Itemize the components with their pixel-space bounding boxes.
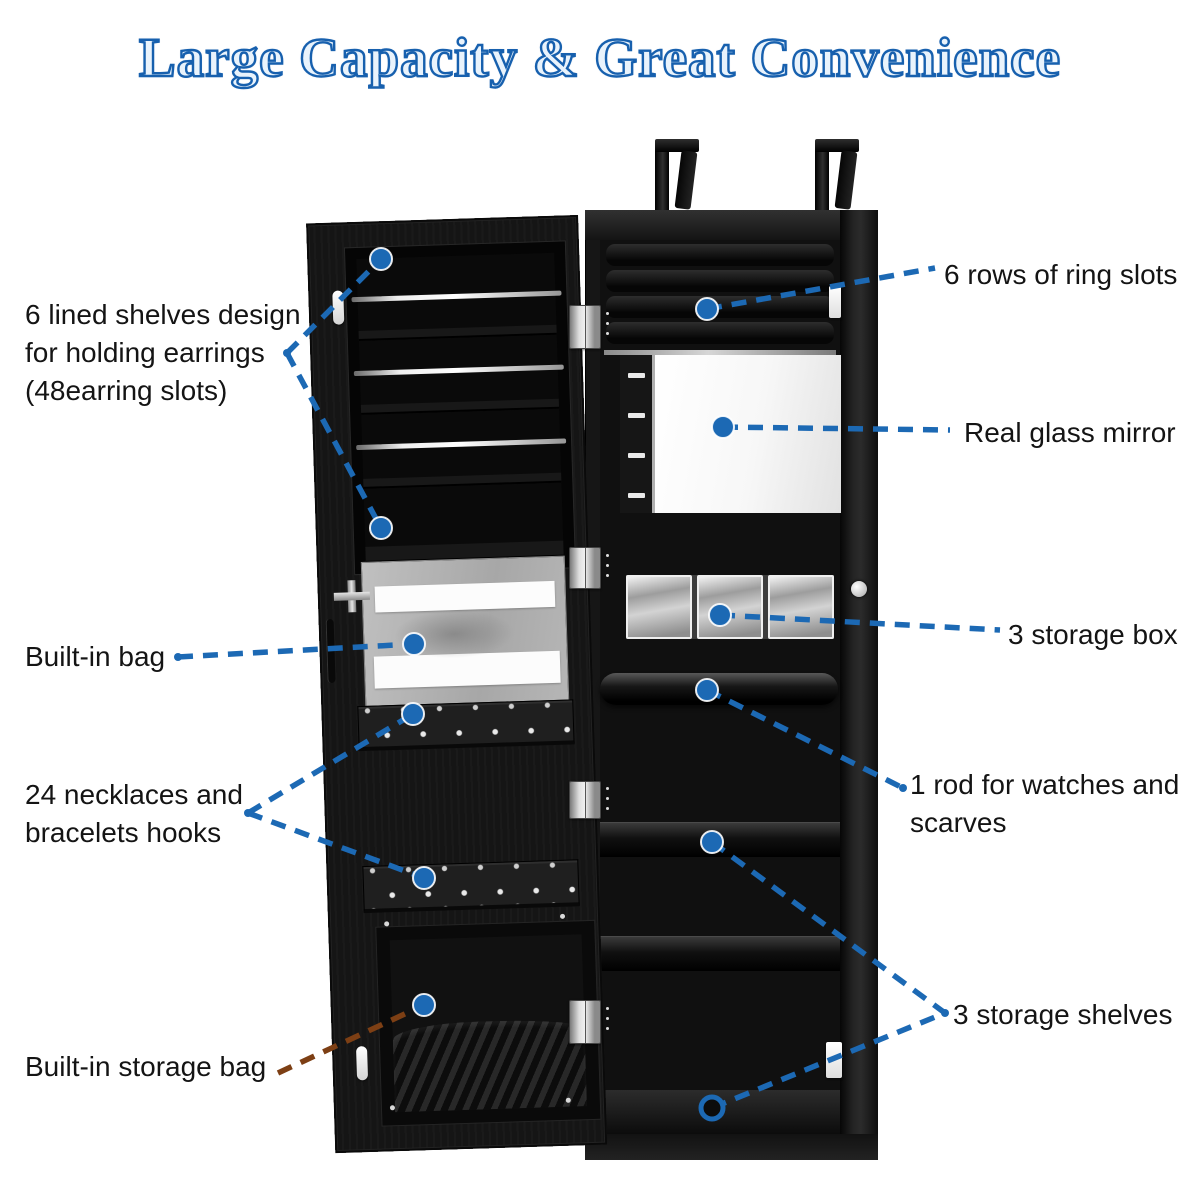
mirror-side-slots (620, 355, 652, 513)
hook-top (655, 139, 699, 152)
callout-label-necklace-hooks: 24 necklaces and bracelets hooks (25, 776, 243, 852)
callout-label-watch-rod: 1 rod for watches and scarves (910, 766, 1179, 842)
callout-label-storage-box: 3 storage box (1008, 616, 1178, 654)
lock-keyhole (851, 581, 867, 597)
mirror-top-trim (604, 350, 836, 355)
ring-slot-row (606, 270, 834, 292)
callout-label-glass-mirror: Real glass mirror (964, 414, 1176, 452)
callout-text: 1 rod for watches and (910, 769, 1180, 800)
slot-tab (628, 413, 645, 418)
callout-text: Built-in bag (25, 641, 166, 672)
callout-label-ring-slots: 6 rows of ring slots (944, 256, 1177, 294)
page-title: Large Capacity & Great Convenience (138, 26, 1061, 89)
glass-mirror (652, 355, 841, 513)
storage-box (768, 575, 834, 639)
hinge (569, 547, 609, 589)
ring-slot-rows (606, 244, 834, 344)
callout-label-built-in-bag: Built-in bag (25, 638, 165, 676)
cabinet-right-frame (840, 210, 878, 1160)
callout-text: 6 lined shelves design (25, 299, 301, 330)
storage-box (626, 575, 692, 639)
cabinet-bottom-frame (585, 1134, 878, 1160)
slot-tab (628, 493, 645, 498)
callout-text: Real glass mirror (964, 417, 1176, 448)
storage-shelf (600, 936, 840, 971)
callout-text: for holding earrings (25, 337, 265, 368)
callout-marker-dots (174, 247, 949, 1122)
callout-text: 24 necklaces and (25, 779, 243, 810)
ring-slot-row (606, 244, 834, 266)
callout-text: 3 storage box (1008, 619, 1178, 650)
watch-scarf-rod (600, 673, 838, 705)
callout-text: Built-in storage bag (25, 1051, 267, 1082)
callout-text: bracelets hooks (25, 817, 222, 848)
callout-label-storage-shelves: 3 storage shelves (953, 996, 1172, 1034)
ring-slot-row (606, 322, 834, 344)
slot-tab (628, 453, 645, 458)
hinge (569, 781, 609, 819)
storage-boxes (626, 575, 834, 639)
callout-dashed-lines (177, 257, 1001, 1111)
callout-label-lined-shelves: 6 lined shelves design for holding earri… (25, 296, 301, 410)
cabinet-top-frame (585, 210, 878, 240)
cabinet-body (585, 210, 878, 1160)
hook-top (815, 139, 859, 152)
hinge (569, 305, 609, 349)
callout-text: 6 rows of ring slots (944, 259, 1178, 290)
storage-box (697, 575, 763, 639)
callout-text: (48earring slots) (25, 375, 228, 406)
callout-label-storage-bag: Built-in storage bag (25, 1048, 266, 1086)
magnet-latch (829, 286, 841, 318)
slot-tab (628, 373, 645, 378)
hinge (569, 1000, 609, 1044)
callout-text: 3 storage shelves (953, 999, 1173, 1030)
callout-text: scarves (910, 807, 1007, 838)
